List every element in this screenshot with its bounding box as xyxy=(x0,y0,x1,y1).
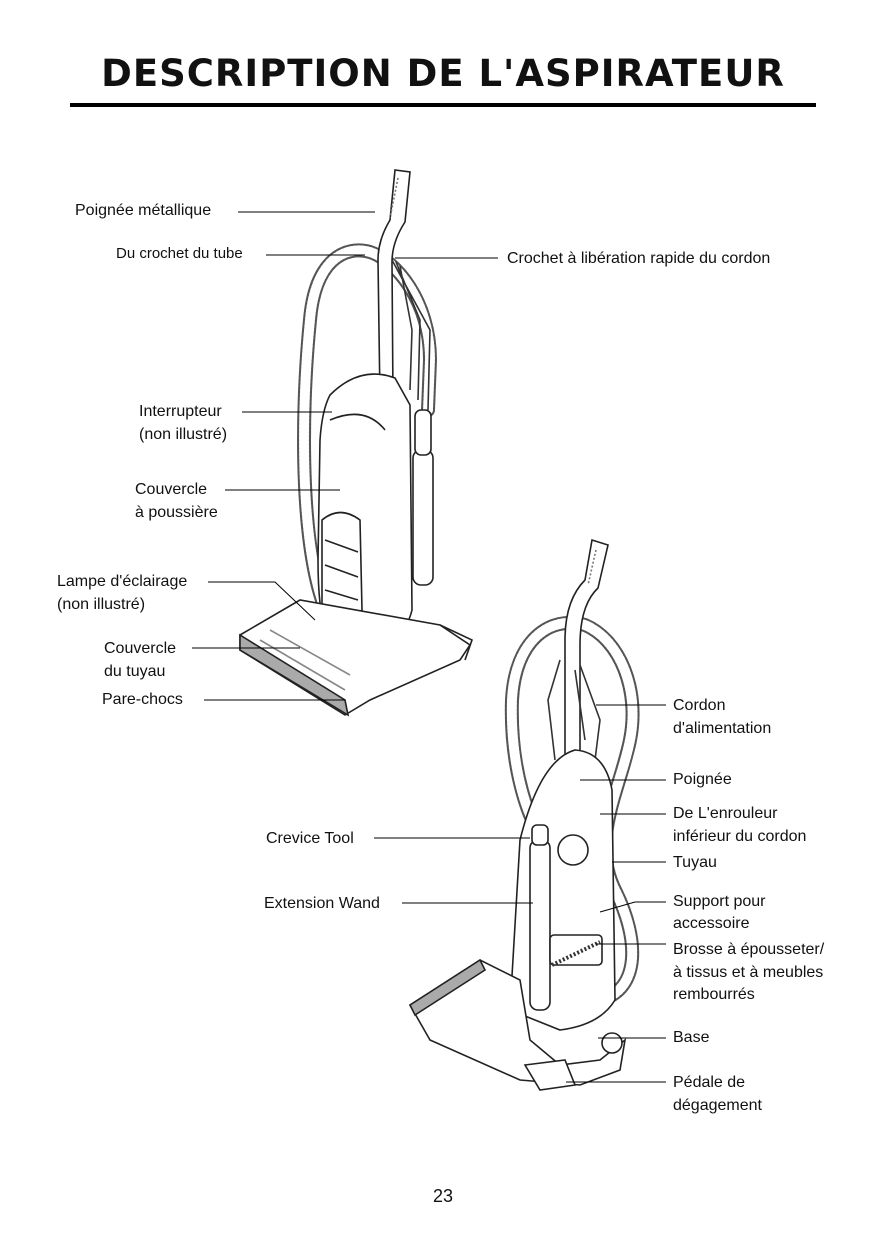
label-lamp: Lampe d'éclairage xyxy=(57,573,188,590)
label-hose-cover-line1: Couvercle xyxy=(104,640,177,657)
back-handle xyxy=(564,538,609,761)
label-power-cord-line2: d'alimentation xyxy=(673,720,772,737)
label-dust-cover-line1: Couvercle xyxy=(135,481,208,498)
front-cord xyxy=(391,259,431,411)
back-brush xyxy=(549,934,603,966)
label-tool-holder-line2: accessoire xyxy=(673,915,750,932)
label-pedal-line2: dégagement xyxy=(673,1097,762,1114)
label-power-cord-line1: Cordon xyxy=(673,697,726,714)
label-pedal-line1: Pédale de xyxy=(673,1074,746,1091)
label-hose: Tuyau xyxy=(673,854,717,871)
label-cord-wrap-line1: De L'enrouleur xyxy=(673,805,778,822)
label-extension-wand: Extension Wand xyxy=(264,895,380,912)
label-dust-cover-line2: à poussière xyxy=(135,504,218,521)
label-switch: Interrupteur xyxy=(139,403,222,420)
front-metal-handle xyxy=(377,169,411,401)
label-metal-handle: Poignée métallique xyxy=(75,202,212,219)
back-pedal xyxy=(523,1059,577,1091)
back-extension-wand xyxy=(529,839,551,1011)
label-brush-line3: rembourrés xyxy=(673,986,755,1003)
label-hose-cover-line2: du tuyau xyxy=(104,663,166,680)
back-view-vacuum xyxy=(408,538,640,1091)
label-switch-note: (non illustré) xyxy=(139,426,228,443)
label-bumper: Pare-chocs xyxy=(102,691,183,708)
front-bumper xyxy=(239,633,350,717)
label-brush-line2: à tissus et à meubles xyxy=(673,964,824,981)
label-tube-hook: Du crochet du tube xyxy=(116,245,243,262)
page-number: 23 xyxy=(432,1186,454,1206)
label-base: Base xyxy=(673,1029,710,1046)
label-brush-line1: Brosse à épousseter/ xyxy=(673,941,825,958)
label-cord-wrap-line2: inférieur du cordon xyxy=(673,828,807,845)
label-lamp-note: (non illustré) xyxy=(57,596,146,613)
page-title: DESCRIPTION DE L'ASPIRATEUR xyxy=(101,52,785,95)
label-handle: Poignée xyxy=(673,771,732,788)
label-tool-holder-line1: Support pour xyxy=(673,893,766,910)
front-view-vacuum xyxy=(239,169,473,717)
label-quick-release-cord-hook: Crochet à libération rapide du cordon xyxy=(507,250,771,267)
leader-lines xyxy=(192,211,666,1083)
title-rule xyxy=(70,103,816,107)
label-crevice-tool: Crevice Tool xyxy=(266,830,354,847)
